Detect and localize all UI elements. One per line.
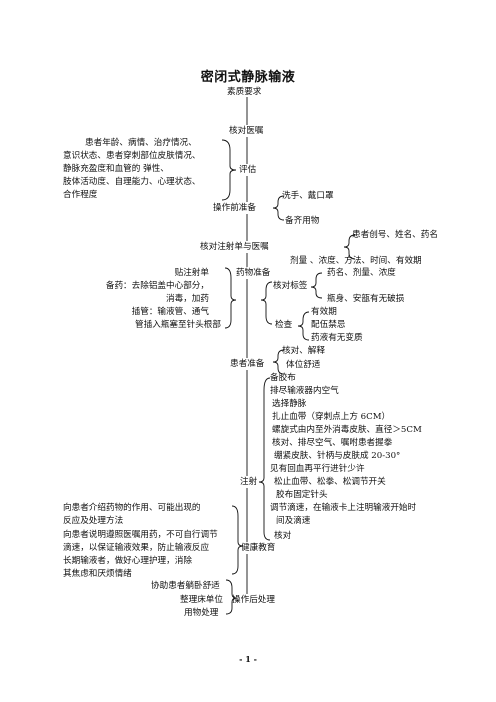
inject-step-12: 核对 <box>274 531 292 541</box>
page-title: 密闭式静脉输液 <box>200 70 296 85</box>
patient-note-0: 核对、解释 <box>282 346 325 356</box>
inject-step-4: 螺旋式由内至外消毒皮肤、直径＞5CM <box>272 425 422 435</box>
inspect-item-1: 配伍禁忌 <box>311 320 346 330</box>
brace-health-left <box>231 505 244 575</box>
step-post-op: 操作后处理 <box>232 595 275 605</box>
inject-step-0: 备胶布 <box>270 373 296 383</box>
brace-post-left <box>225 579 238 615</box>
inject-step-8: 松止血带、松拳、松调节开关 <box>274 477 386 487</box>
prep-note-1: 备齐用物 <box>285 216 320 226</box>
health-note-1: 反应及处理方法 <box>63 516 124 526</box>
inspect-item-2: 药液有无变质 <box>311 333 363 343</box>
prep-note-0: 洗手、戴口罩 <box>282 191 334 201</box>
step-health-edu: 健康教育 <box>241 543 276 553</box>
brace-patient-right <box>272 349 285 375</box>
drug-note-1: 备药：去除铝盖中心部分， <box>105 281 209 291</box>
step-drug-prep: 药物准备 <box>236 268 271 278</box>
inject-step-11: 间及滴速 <box>276 516 311 526</box>
evaluate-note-4: 合作程度 <box>63 190 98 200</box>
health-note-4: 长期输液者，做好心理护理，消除 <box>63 556 192 566</box>
inject-step-2: 选择静脉 <box>272 399 307 409</box>
step-evaluate: 评估 <box>239 165 257 175</box>
evaluate-note-3: 肢体活动度、自理能力、心理状态、 <box>63 177 201 187</box>
health-note-2: 向患者说明遵照医嘱用药，不可自行调节 <box>63 530 218 540</box>
health-note-3: 滴速，以保证输液效果，防止输液反应 <box>63 543 210 553</box>
inject-step-10: 调节滴速，在输液卡上注明输液开始时 <box>270 503 417 513</box>
inject-step-7: 见有回血再平行进针少许 <box>270 464 365 474</box>
page-number: - 1 - <box>239 654 257 664</box>
check-note-0: 患者创号、姓名、药名 <box>352 230 438 240</box>
inject-step-5: 核对、排尽空气、嘱咐患者握拳 <box>272 438 393 448</box>
inspect-label: 检查 <box>275 320 293 330</box>
label-check-item-1: 瓶身、安瓿有无破损 <box>327 294 405 304</box>
brace-evaluate-left <box>221 139 237 201</box>
patient-note-1: 体位舒适 <box>286 360 321 370</box>
step-inject: 注射 <box>240 477 258 487</box>
step-quality: 素质要求 <box>227 87 262 97</box>
check-note-1: 剂量 、浓度、方法、时间、有效期 <box>290 256 422 266</box>
evaluate-note-0: 患者年龄、病情、治疗情况、 <box>85 138 197 148</box>
post-note-0: 协助患者躺卧舒适 <box>151 581 220 591</box>
post-note-1: 整理床单位 <box>180 595 223 605</box>
drug-note-3: 插管：输液管、通气 <box>131 307 209 317</box>
post-note-2: 用物处理 <box>184 608 219 618</box>
health-note-5: 其焦虑和厌烦情绪 <box>63 569 132 579</box>
brace-inspect <box>297 311 310 341</box>
drug-note-0: 贴注射单 <box>174 268 209 278</box>
inject-step-1: 排尽输液器内空气 <box>270 386 339 396</box>
step-check-order: 核对医嘱 <box>229 126 264 136</box>
brace-inject-right <box>258 377 271 541</box>
inspect-item-0: 有效期 <box>311 307 337 317</box>
evaluate-note-2: 静脉充盈度和血管的 弹性、 <box>63 164 169 174</box>
brace-label-check <box>310 272 323 299</box>
health-note-0: 向患者介绍药物的作用、可能出现的 <box>63 503 201 513</box>
label-check: 核对标签 <box>273 281 308 291</box>
inject-step-9: 胶布固定针头 <box>276 490 328 500</box>
drug-note-2: 消毒，加药 <box>166 294 209 304</box>
inject-step-6: 绷紧皮肤、针柄与皮肤成 20-30° <box>274 451 401 461</box>
inject-step-3: 扎止血带（穿刺点上方 6CM） <box>272 412 391 422</box>
brace-check-right <box>343 234 356 260</box>
drug-note-4: 管插入瓶塞至针头根部 <box>135 320 221 330</box>
brace-drug-left <box>224 267 237 329</box>
brace-drug-right <box>260 281 273 325</box>
step-prep-op: 操作前准备 <box>213 203 256 213</box>
evaluate-note-1: 意识状态、患者穿刺部位皮肤情况、 <box>63 151 201 161</box>
step-patient-prep: 患者准备 <box>230 359 265 369</box>
step-check-injection: 核对注射单与医嘱 <box>200 242 269 252</box>
brace-prep-right <box>272 195 285 221</box>
label-check-item-0: 药名、剂量、浓度 <box>327 268 396 278</box>
